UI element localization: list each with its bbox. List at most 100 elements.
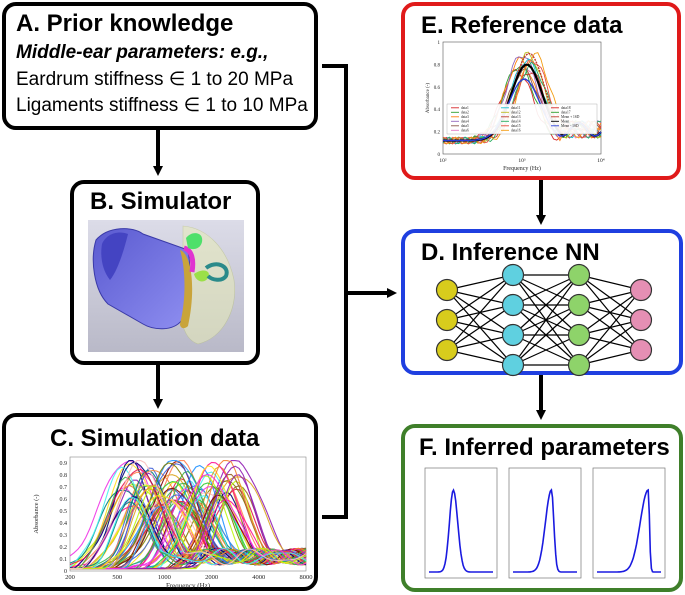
nn-connection xyxy=(578,289,642,336)
nn-connection xyxy=(512,304,580,366)
legend-entry: data14 xyxy=(511,120,521,124)
y-tick-label: 0.1 xyxy=(60,557,68,563)
nn-connection xyxy=(578,289,642,366)
x-tick-label: 10³ xyxy=(518,158,526,164)
ligaments-stiffness-range: Ligaments stiffness ∈ 1 to 10 MPa xyxy=(16,95,308,116)
y-tick-label: 0.2 xyxy=(60,545,68,551)
nn-neuron xyxy=(501,263,525,287)
neural-network-diagram xyxy=(435,263,653,377)
nn-neuron xyxy=(567,293,591,317)
nn-connection xyxy=(512,274,580,306)
bracket-a-c xyxy=(322,64,348,519)
nn-neuron xyxy=(567,353,591,377)
mean-plus-sd-curve xyxy=(443,52,602,142)
x-tick-label: 1000 xyxy=(158,574,171,581)
x-tick-label: 500 xyxy=(112,574,122,581)
legend-entry: data12 xyxy=(511,111,521,115)
nn-neuron xyxy=(501,323,525,347)
nn-neuron xyxy=(567,323,591,347)
y-tick-label: 0.3 xyxy=(60,533,68,539)
nn-connection xyxy=(446,304,514,351)
nn-connection xyxy=(512,334,580,366)
y-tick-label: 0.9 xyxy=(60,461,68,467)
y-tick-label: 0 xyxy=(438,153,441,158)
legend-entry: data3 xyxy=(461,115,469,119)
legend-entry: data4 xyxy=(461,120,469,124)
legend-entry: data1 xyxy=(461,106,469,110)
legend-box xyxy=(446,103,598,135)
y-tick-label: 0.2 xyxy=(434,131,441,136)
reference-curve xyxy=(442,63,602,145)
panel-inferred-parameters: F. Inferred parameters xyxy=(401,424,683,592)
middle-ear-model-render xyxy=(88,220,244,352)
x-axis-label: Frequency (Hz) xyxy=(503,165,541,172)
y-axis-label: Absorbance (-) xyxy=(426,83,431,113)
y-tick-label: 0.5 xyxy=(60,509,68,515)
legend-entry: data18 xyxy=(561,106,571,110)
simulated-curve xyxy=(69,494,307,570)
posterior-curve xyxy=(597,488,661,573)
posterior-curve xyxy=(513,488,577,573)
y-tick-label: 0.6 xyxy=(60,497,68,503)
legend-entry: data15 xyxy=(511,124,521,128)
legend-entry: data13 xyxy=(511,115,521,119)
nn-neuron xyxy=(435,338,459,362)
simulated-curve xyxy=(70,473,307,570)
nn-neuron xyxy=(435,308,459,332)
panel-prior-knowledge: A. Prior knowledge Middle-ear parameters… xyxy=(2,2,318,130)
nn-neuron xyxy=(501,293,525,317)
nn-neuron xyxy=(629,278,653,302)
nn-neuron xyxy=(567,263,591,287)
panel-e-title: E. Reference data xyxy=(421,12,623,39)
legend-entry: data17 xyxy=(561,111,571,115)
distribution-frame xyxy=(424,467,498,579)
nn-connection xyxy=(446,349,514,366)
legend-entry: Mean + 1SD xyxy=(561,115,580,119)
simulated-curve xyxy=(70,496,307,570)
x-tick-label: 200 xyxy=(65,574,75,581)
panel-d-title: D. Inference NN xyxy=(421,239,600,266)
panel-simulator: B. Simulator xyxy=(70,180,260,365)
nn-connection xyxy=(446,274,514,351)
panel-c-title: C. Simulation data xyxy=(50,425,260,452)
inferred-parameter-distributions xyxy=(424,467,666,579)
x-tick-label: 10⁴ xyxy=(597,158,605,164)
legend-entry: Mean - 1SD xyxy=(561,124,579,128)
nn-neuron xyxy=(629,338,653,362)
y-axis-label: Absorbance (-) xyxy=(33,494,40,533)
x-tick-label: 4000 xyxy=(252,574,265,581)
simulated-curve xyxy=(70,460,307,570)
simulated-curve xyxy=(70,463,307,570)
legend-entry: data16 xyxy=(511,129,521,133)
nn-connection xyxy=(446,334,514,351)
eardrum-stiffness-range: Eardrum stiffness ∈ 1 to 20 MPa xyxy=(16,69,294,90)
nn-connection xyxy=(512,274,580,366)
nn-neuron xyxy=(435,278,459,302)
legend-entry: data6 xyxy=(461,129,469,133)
y-tick-label: 0.6 xyxy=(434,86,441,91)
panel-f-title: F. Inferred parameters xyxy=(419,434,670,461)
y-tick-label: 1 xyxy=(438,41,441,46)
panel-b-title: B. Simulator xyxy=(90,188,232,215)
distribution-frame xyxy=(592,467,666,579)
nn-connection xyxy=(446,274,514,291)
nn-connection xyxy=(446,274,514,321)
y-tick-label: 0.7 xyxy=(60,485,68,491)
legend-entry: Mean xyxy=(561,120,569,124)
nn-connection xyxy=(578,319,642,366)
simulated-curve xyxy=(70,485,307,570)
nn-neuron xyxy=(501,353,525,377)
reference-curve xyxy=(442,52,602,145)
panel-a-subtitle: Middle-ear parameters: e.g., xyxy=(16,42,269,63)
nn-neuron xyxy=(629,308,653,332)
y-tick-label: 0.8 xyxy=(434,63,441,68)
legend-entry: data2 xyxy=(461,111,469,115)
y-tick-label: 0.8 xyxy=(60,473,68,479)
x-tick-label: 8000 xyxy=(300,574,313,581)
x-tick-label: 10² xyxy=(439,158,447,164)
posterior-curve xyxy=(429,488,493,573)
